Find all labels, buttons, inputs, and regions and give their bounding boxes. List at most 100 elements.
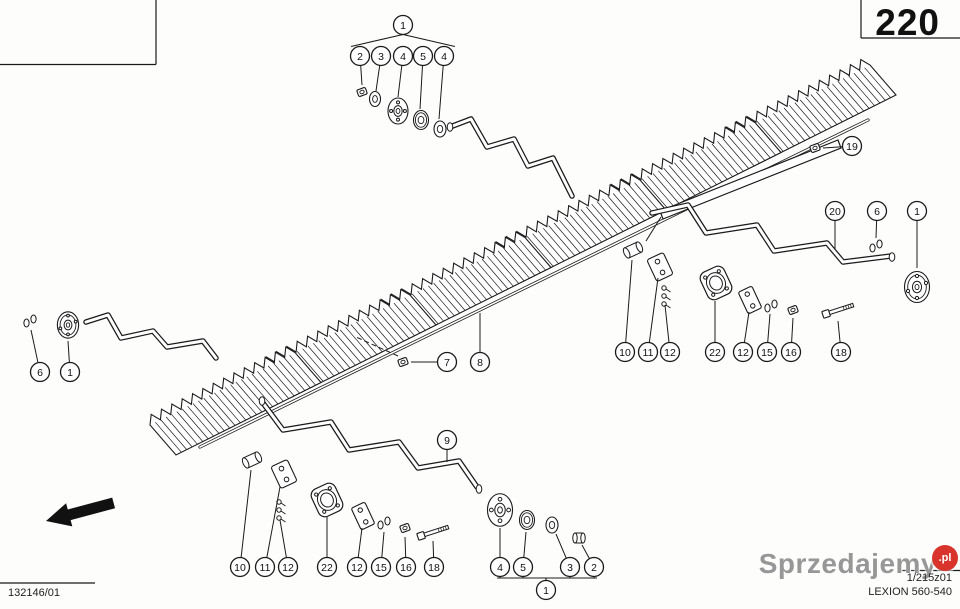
grate-bar <box>794 102 822 133</box>
leader-line <box>357 527 363 558</box>
callout-circle <box>349 45 371 67</box>
mount-bracket-11 <box>271 459 297 489</box>
spacer-2 <box>572 532 586 544</box>
leader-line <box>381 531 385 558</box>
watermark-pl-badge: .pl <box>932 545 958 571</box>
grate-bar <box>208 395 236 426</box>
grate-bar <box>778 110 805 141</box>
flange-disc-4 <box>387 97 409 125</box>
grate-bar <box>738 130 766 161</box>
grate-bar <box>853 72 881 104</box>
callout-12-right-mid: 12 <box>732 311 754 363</box>
grate-bar <box>329 335 356 366</box>
grate-bar <box>251 373 279 405</box>
grate-bar <box>695 151 723 183</box>
grate-bar <box>756 121 784 152</box>
callout-16-bottom-left: 16 <box>395 536 417 578</box>
callout-circle <box>489 556 511 578</box>
grate-bar <box>160 419 187 450</box>
callout-16-right-mid: 16 <box>780 317 802 363</box>
hex-bolt-18 <box>821 302 855 319</box>
callout-label: 18 <box>835 347 847 359</box>
grate-bar <box>821 88 848 120</box>
bolt-set-12 <box>661 285 671 309</box>
callout-label: 10 <box>234 562 246 574</box>
callout-label: 4 <box>400 51 406 63</box>
grate-bar <box>508 245 536 276</box>
grate-bar <box>519 239 546 271</box>
grate-bar <box>607 195 635 227</box>
locking-collar-4 <box>433 120 447 138</box>
grate-bar <box>257 371 284 402</box>
grate-bar <box>684 157 712 188</box>
grate-bar <box>629 185 656 216</box>
grate-bar <box>805 96 832 128</box>
grate-bar <box>618 190 645 221</box>
grate-bar <box>744 127 771 159</box>
grate-bar <box>345 326 372 358</box>
grate-bar <box>641 178 669 210</box>
grate-bar <box>634 182 661 213</box>
callout-11-bottom-left: 11 <box>254 486 281 578</box>
hex-nut-7 <box>397 357 409 367</box>
callout-20-right: 20 <box>824 200 846 249</box>
callout-label: 20 <box>829 206 841 218</box>
callout-circle <box>59 361 81 383</box>
leader-line <box>875 220 878 239</box>
grate-bar <box>417 290 444 322</box>
grate-bar <box>476 261 503 292</box>
grate-bar <box>444 277 471 309</box>
crank-shaft-bottom <box>260 400 480 490</box>
grate-bar <box>773 113 800 144</box>
grate-bar <box>569 214 597 246</box>
callout-label: 12 <box>664 347 676 359</box>
leader-line <box>279 519 287 558</box>
callout-3-bottom-right: 3 <box>555 533 581 578</box>
sheet-ref: 1/215z01 <box>906 572 952 584</box>
grate-bar <box>733 132 760 164</box>
callout-circle <box>637 341 659 363</box>
bolt-set-12 <box>276 499 286 523</box>
grate-bar <box>454 272 482 303</box>
grate-bar <box>411 293 439 325</box>
flange-bearing-1 <box>56 311 80 339</box>
leader-line <box>240 469 252 558</box>
top-group-bracket <box>350 33 456 48</box>
grate-bar <box>433 282 460 314</box>
hex-bolt-18 <box>416 524 450 541</box>
leader-line <box>375 65 381 92</box>
callout-18-bottom-left: 18 <box>423 540 445 578</box>
grate-bar <box>783 107 811 139</box>
grate-bar <box>399 300 426 331</box>
callout-11-right-mid: 11 <box>637 277 659 363</box>
leader-line <box>822 146 843 149</box>
callout-circle <box>756 341 778 363</box>
grate-bar <box>422 288 450 319</box>
grate-bar <box>487 256 514 287</box>
callout-label: 1 <box>543 585 549 597</box>
callout-label: 1 <box>400 20 406 32</box>
grate-bar <box>192 403 220 434</box>
callout-18-right-mid: 18 <box>830 320 852 363</box>
grate-bar <box>361 318 388 350</box>
crank-journal <box>258 396 266 406</box>
callout-7-center: 7 <box>411 351 458 373</box>
grate-bar <box>591 203 618 235</box>
callout-5-bottom-right: 5 <box>512 531 534 578</box>
leader-line <box>419 65 423 110</box>
grate-bar <box>214 392 241 424</box>
leader-line <box>743 311 750 343</box>
grate-bar <box>313 343 340 374</box>
grate-bar <box>679 159 707 191</box>
callout-label: 15 <box>761 347 773 359</box>
flange-disc-4 <box>486 493 514 527</box>
grate-bar <box>438 280 466 311</box>
frame-lines <box>0 0 960 584</box>
straw-walker-grate <box>149 58 897 456</box>
grate-bar <box>203 397 230 429</box>
callout-label: 4 <box>497 562 503 574</box>
crank-tube <box>261 401 479 489</box>
callout-circle <box>841 135 863 157</box>
grate-bar <box>334 332 362 363</box>
grate-bar <box>543 228 570 259</box>
